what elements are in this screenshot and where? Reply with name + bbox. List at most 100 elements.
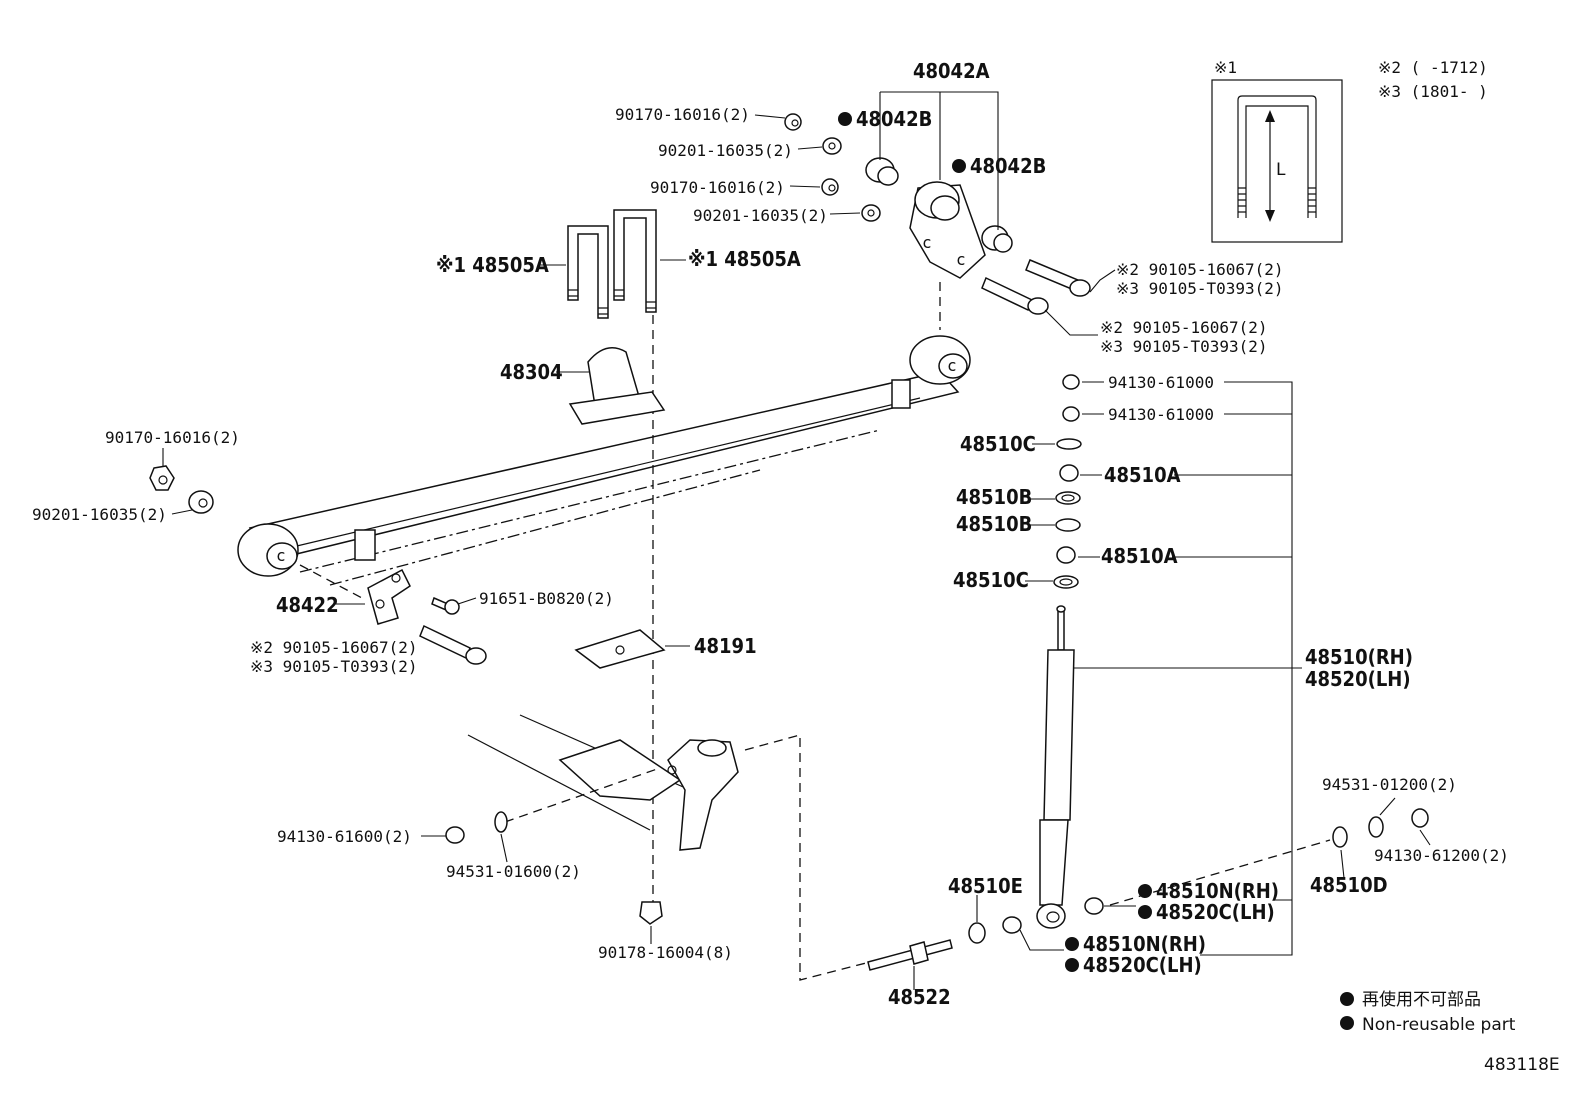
catalog-number: 483118E bbox=[1484, 1055, 1560, 1075]
label-48510A-b: 48510A bbox=[1101, 544, 1178, 568]
label-48510C-b: 48510C bbox=[953, 568, 1029, 592]
washer-48510B-a bbox=[1055, 491, 1081, 505]
label-48422: 48422 bbox=[276, 593, 339, 617]
washer-90201-b bbox=[861, 204, 881, 222]
label-94130-61600: 94130-61600(2) bbox=[277, 827, 412, 846]
washer-94531-01600 bbox=[494, 811, 508, 833]
label-48510E: 48510E bbox=[948, 874, 1023, 898]
bolt-90105-a bbox=[1025, 259, 1091, 297]
bushing-48510N-upper bbox=[1084, 897, 1104, 915]
bushing-48510A-a bbox=[1059, 464, 1079, 482]
svg-text:c: c bbox=[956, 250, 966, 269]
washer-90201-c bbox=[188, 490, 214, 514]
spring-seat-48191 bbox=[574, 629, 666, 669]
u-bolt-right bbox=[613, 209, 657, 313]
label-94130-a: 94130-61000 bbox=[1108, 373, 1214, 392]
nut-90170-b bbox=[821, 178, 839, 196]
nut-90170-a bbox=[784, 113, 802, 131]
label-90201-a: 90201-16035(2) bbox=[658, 141, 793, 160]
spring-shackle: c c bbox=[909, 181, 986, 330]
label-94130-61200: 94130-61200(2) bbox=[1374, 846, 1509, 865]
label-90170-a: 90170-16016(2) bbox=[615, 105, 750, 124]
bracket-48422 bbox=[299, 564, 411, 625]
label-48042A: 48042A bbox=[913, 59, 990, 83]
label-48510D: 48510D bbox=[1310, 873, 1388, 897]
shackle-bushing-upper bbox=[865, 157, 899, 186]
legend-marker bbox=[1340, 992, 1354, 1006]
label-48304: 48304 bbox=[500, 360, 563, 384]
washer-48510E bbox=[968, 922, 986, 944]
svg-text:c: c bbox=[922, 233, 932, 252]
part-labels: ※1 ※2 ( -1712) ※3 (1801- ) L 48042A 4804… bbox=[32, 58, 1509, 1009]
nut-94130-61200 bbox=[1411, 808, 1429, 828]
label-48520C-upper: 48520C(LH) bbox=[1156, 900, 1275, 924]
non-reusable-marker bbox=[1138, 905, 1152, 919]
washer-48510C-b bbox=[1053, 575, 1079, 589]
non-reusable-marker bbox=[1065, 937, 1079, 951]
legend-text-ja: 再使用不可部品 bbox=[1362, 989, 1481, 1010]
non-reusable-marker bbox=[838, 112, 852, 126]
label-48520-lh: 48520(LH) bbox=[1305, 667, 1411, 691]
non-reusable-marker bbox=[952, 159, 966, 173]
shock-bushing-94130-b bbox=[1062, 406, 1080, 422]
label-48042B-lower: 48042B bbox=[970, 154, 1046, 178]
u-bolt-dimension-box bbox=[1211, 79, 1343, 243]
label-90178: 90178-16004(8) bbox=[598, 943, 733, 962]
label-94531-01200: 94531-01200(2) bbox=[1322, 775, 1457, 794]
leaf-spring: c c bbox=[237, 335, 971, 586]
axle-housing bbox=[467, 714, 871, 981]
label-90105-a2: ※2 90105-16067(2) bbox=[1116, 260, 1284, 279]
bolt-90105-c bbox=[419, 624, 487, 665]
bump-stopper-48304 bbox=[568, 347, 666, 425]
non-reusable-marker bbox=[1138, 884, 1152, 898]
label-48510N-upper: 48510N(RH) bbox=[1156, 879, 1279, 903]
nut-90170-c bbox=[149, 465, 175, 491]
label-90105-b2: ※2 90105-16067(2) bbox=[1100, 318, 1268, 337]
label-90105-c2: ※2 90105-16067(2) bbox=[250, 638, 418, 657]
u-bolt-left bbox=[567, 225, 609, 319]
label-90201-b: 90201-16035(2) bbox=[693, 206, 828, 225]
svg-text:c: c bbox=[276, 546, 286, 565]
nut-94130-61600 bbox=[445, 826, 465, 844]
shock-absorber bbox=[1036, 605, 1075, 929]
label-91651: 91651-B0820(2) bbox=[479, 589, 614, 608]
svg-text:c: c bbox=[947, 356, 957, 375]
stud-48522 bbox=[867, 939, 953, 971]
label-90105-a3: ※3 90105-T0393(2) bbox=[1116, 279, 1284, 298]
leader-lines bbox=[162, 91, 1431, 990]
bushing-48510A-b bbox=[1056, 546, 1076, 564]
label-48522: 48522 bbox=[888, 985, 951, 1009]
bolt-91651 bbox=[431, 596, 460, 615]
note2-text: ※2 ( -1712) bbox=[1378, 58, 1488, 77]
washer-90201-a bbox=[822, 137, 842, 155]
label-48520C-lower: 48520C(LH) bbox=[1083, 953, 1202, 977]
bolt-90105-b bbox=[981, 276, 1049, 315]
label-90201-c: 90201-16035(2) bbox=[32, 505, 167, 524]
label-48510-rh: 48510(RH) bbox=[1305, 645, 1413, 669]
legend-text-en: Non-reusable part bbox=[1362, 1015, 1516, 1035]
nut-90178 bbox=[639, 901, 663, 925]
washer-48510D bbox=[1332, 826, 1348, 848]
label-90170-c: 90170-16016(2) bbox=[105, 428, 240, 447]
label-48505A-left: ※1 48505A bbox=[436, 253, 549, 277]
label-48510B-a: 48510B bbox=[956, 485, 1032, 509]
label-48191: 48191 bbox=[694, 634, 757, 658]
label-90105-c3: ※3 90105-T0393(2) bbox=[250, 657, 418, 676]
legend-marker bbox=[1340, 1016, 1354, 1030]
label-94531-01600: 94531-01600(2) bbox=[446, 862, 581, 881]
shock-bushing-94130-a bbox=[1062, 374, 1080, 390]
label-90105-b3: ※3 90105-T0393(2) bbox=[1100, 337, 1268, 356]
label-48510B-b: 48510B bbox=[956, 512, 1032, 536]
bushing-48510N-lower bbox=[1002, 916, 1022, 934]
label-94130-b: 94130-61000 bbox=[1108, 405, 1214, 424]
washer-48510B-b bbox=[1055, 518, 1081, 532]
non-reusable-marker bbox=[1065, 958, 1079, 972]
label-48510C-a: 48510C bbox=[960, 432, 1036, 456]
note1-mark: ※1 bbox=[1214, 58, 1237, 77]
label-48510N-lower: 48510N(RH) bbox=[1083, 932, 1206, 956]
label-48510A-a: 48510A bbox=[1104, 463, 1181, 487]
label-90170-b: 90170-16016(2) bbox=[650, 178, 785, 197]
washer-48510C-a bbox=[1056, 438, 1082, 450]
